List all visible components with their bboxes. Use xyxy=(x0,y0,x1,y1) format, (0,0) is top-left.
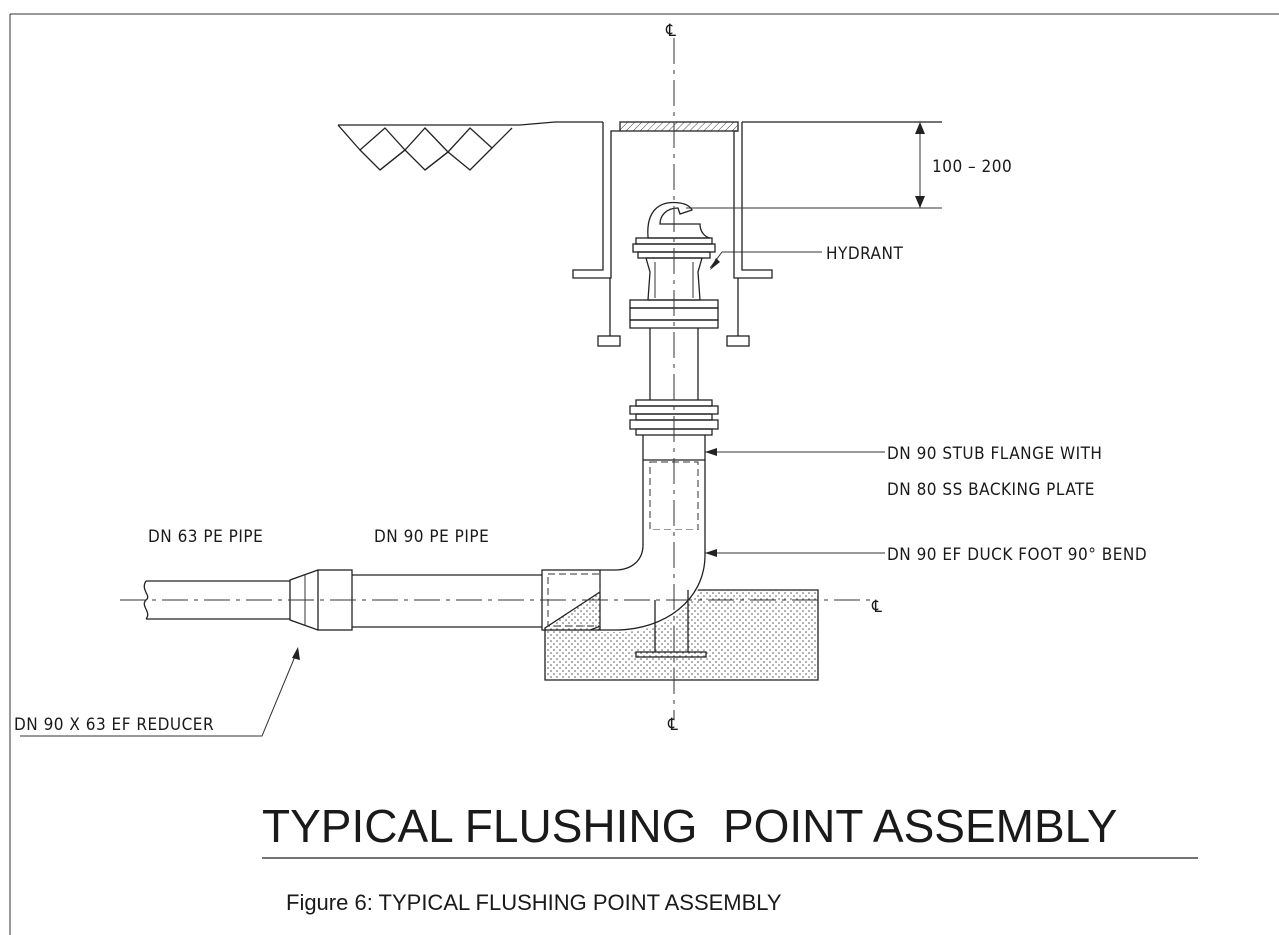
duck-foot-bend xyxy=(600,530,707,658)
leaders xyxy=(20,251,885,737)
hydrant-label: HYDRANT xyxy=(826,244,903,264)
stub-flange-label-1: DN 90 STUB FLANGE WITH xyxy=(887,444,1102,464)
centerline-top-label: ℄ xyxy=(665,21,676,41)
page-frame xyxy=(9,13,1279,935)
stub-flange-label-2: DN 80 SS BACKING PLATE xyxy=(887,480,1095,500)
bend-label: DN 90 EF DUCK FOOT 90° BEND xyxy=(887,545,1147,565)
dimension-line xyxy=(686,122,942,209)
ground-surface xyxy=(337,121,942,171)
pipe-63-label: DN 63 PE PIPE xyxy=(148,527,263,547)
figure-caption: Figure 6: TYPICAL FLUSHING POINT ASSEMBL… xyxy=(286,890,782,915)
centerlines xyxy=(120,38,870,720)
pipe-90-label: DN 90 PE PIPE xyxy=(374,527,489,547)
centerline-bottom-label: ℄ xyxy=(667,715,678,735)
drawing-title: TYPICAL FLUSHING POINT ASSEMBLY xyxy=(262,800,1118,852)
dimension-label: 100 – 200 xyxy=(932,157,1012,177)
centerline-right-label: ℄ xyxy=(871,597,882,617)
surface-box xyxy=(572,121,773,347)
reducer-label: DN 90 X 63 EF REDUCER xyxy=(14,715,214,735)
